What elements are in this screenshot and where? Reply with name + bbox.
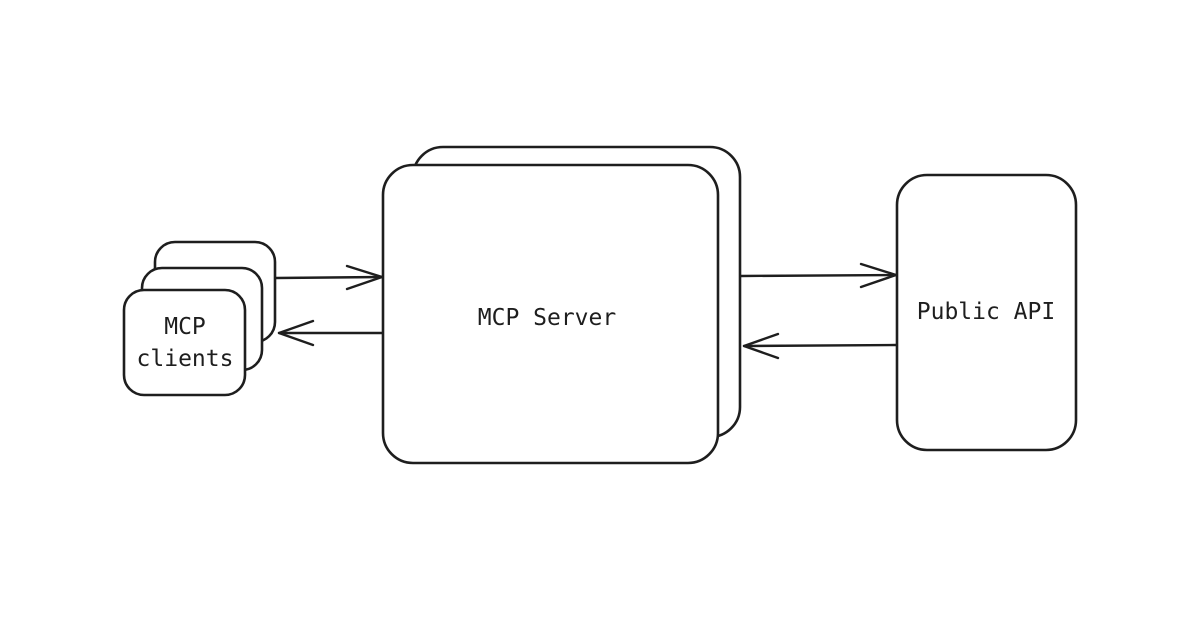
arrow-server-to-api — [739, 262, 898, 289]
api-label: Public API — [917, 299, 1055, 325]
public-api-node: Public API — [895, 173, 1078, 452]
arrow-api-to-server — [742, 332, 898, 360]
arrow-server-to-clients — [277, 319, 384, 347]
mcp-clients-node: MCP clients — [122, 240, 277, 397]
mcp-server-node: MCP Server — [381, 145, 742, 465]
arrow-clients-to-server — [274, 264, 384, 291]
api-box — [895, 173, 1078, 452]
server-box-front — [381, 163, 720, 465]
clients-label-line2: clients — [137, 346, 234, 372]
server-label: MCP Server — [478, 305, 616, 331]
client-box-front — [122, 288, 247, 397]
clients-label-line1: MCP — [164, 314, 206, 340]
